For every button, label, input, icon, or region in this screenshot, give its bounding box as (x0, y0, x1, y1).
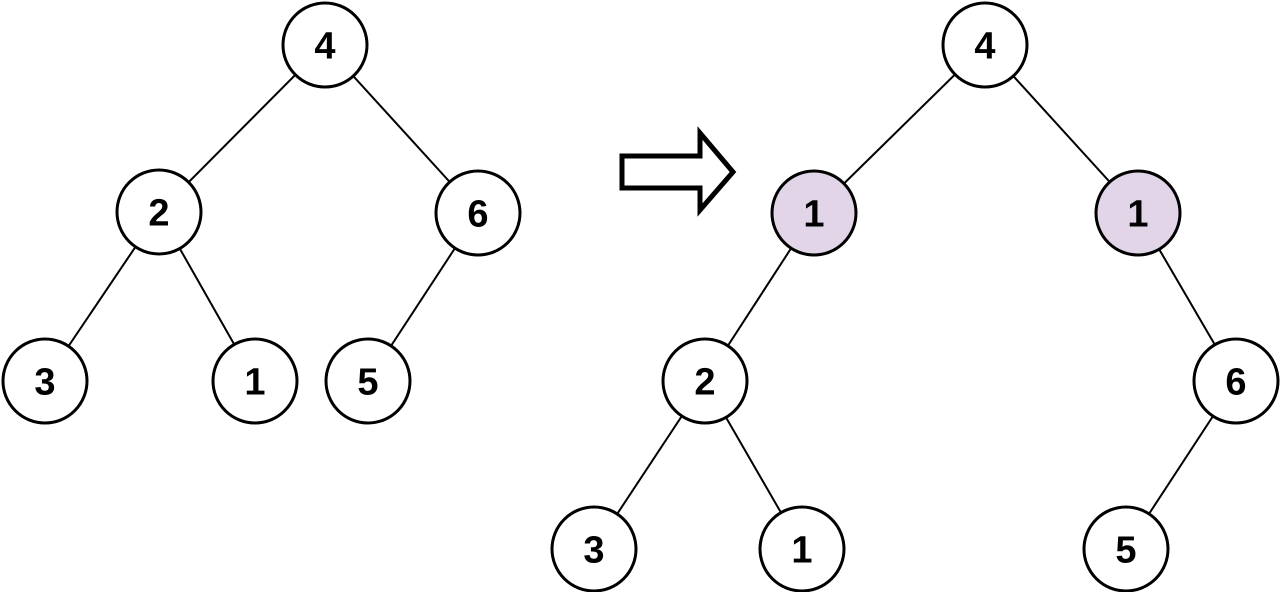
tree-node (550, 505, 638, 592)
tree-node (115, 168, 203, 256)
tree-node-label: 1 (803, 194, 824, 236)
tree-node (1082, 505, 1170, 592)
tree-node-label: 4 (314, 26, 335, 68)
tree-node (281, 1, 369, 89)
tree-node (324, 337, 412, 425)
tree-node-highlighted (770, 169, 858, 257)
tree-node-label: 1 (244, 362, 265, 404)
tree-node (434, 169, 522, 257)
tree-node-label: 5 (357, 362, 378, 404)
tree-after: 4 1 1 2 6 3 1 5 (550, 1, 1280, 592)
tree-node (941, 1, 1029, 89)
tree-before: 4 2 6 3 1 5 (1, 1, 522, 425)
tree-node-label: 6 (467, 194, 488, 236)
tree-node-label: 3 (34, 362, 55, 404)
tree-node (1, 337, 89, 425)
tree-node (661, 337, 749, 425)
tree-node-label: 1 (1127, 194, 1148, 236)
tree-node-label: 2 (694, 362, 715, 404)
tree-node-highlighted (1094, 169, 1182, 257)
tree-node (758, 505, 846, 592)
tree-node-label: 4 (974, 26, 995, 68)
tree-node-label: 6 (1225, 362, 1246, 404)
tree-node (1192, 337, 1280, 425)
transform-arrow-icon (619, 126, 737, 217)
tree-node-label: 3 (583, 530, 604, 572)
tree-node-label: 1 (791, 530, 812, 572)
tree-node (211, 337, 299, 425)
tree-node-label: 5 (1115, 530, 1136, 572)
tree-node-label: 2 (148, 193, 169, 235)
